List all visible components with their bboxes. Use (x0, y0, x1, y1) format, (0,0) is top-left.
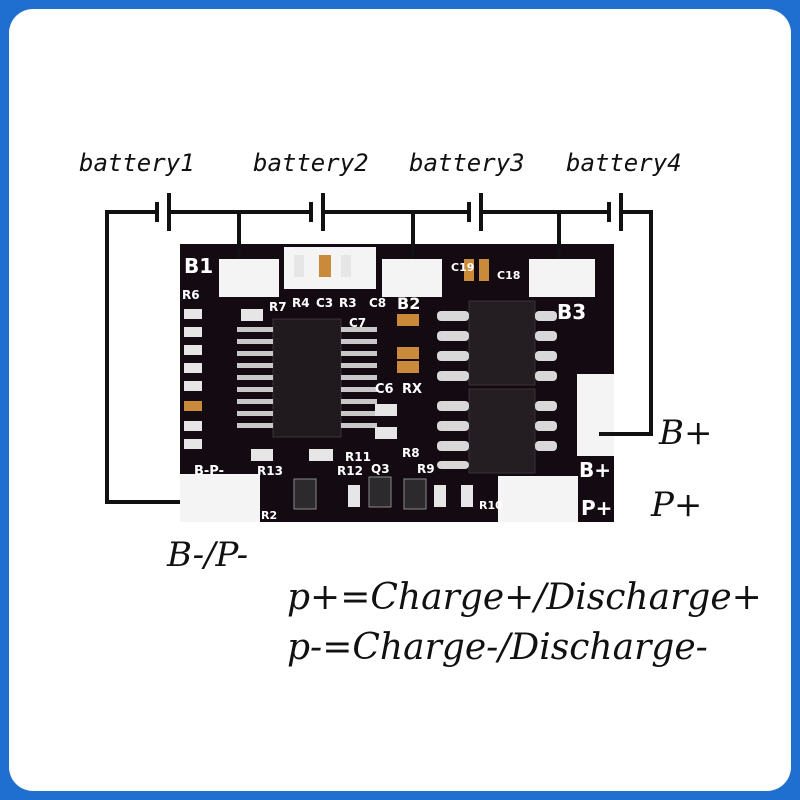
pad-b3 (529, 259, 595, 297)
pad-b-minus (180, 474, 260, 522)
silk-r13: R13 (257, 464, 283, 478)
silk-c7: C7 (349, 316, 366, 330)
pad-p-plus (498, 476, 578, 522)
silk-c19: C19 (451, 261, 474, 274)
silk-r2: R2 (261, 509, 277, 522)
silk-c6: C6 (375, 382, 394, 397)
pad-b-plus (577, 374, 614, 456)
battery4-label: battery4 (566, 149, 682, 177)
pad-b1 (219, 259, 279, 297)
battery1-label: battery1 (79, 149, 195, 177)
silk-r11: R11 (345, 450, 371, 464)
battery3-label: battery3 (409, 149, 525, 177)
silk-r12: R12 (337, 464, 363, 478)
battery-wiring (105, 193, 653, 504)
silk-c18: C18 (497, 269, 520, 282)
silk-b2: B2 (397, 294, 420, 313)
silk-r6: R6 (182, 288, 200, 302)
ic-left (272, 318, 342, 438)
wiring-diagram: B1 B2 B3 B+ P+ B-P- R6 R7 R4 C3 R3 C8 C7… (105, 193, 653, 522)
silk-b1: B1 (184, 254, 213, 278)
silk-b-p-minus: B-P- (194, 464, 224, 479)
legend-p-plus: p+=Charge+/Discharge+ (287, 577, 762, 618)
wire-b-minus (105, 210, 180, 504)
mosfet-bottom (468, 388, 536, 474)
silk-c3: C3 (316, 296, 333, 310)
legend-p-minus: p-=Charge-/Discharge- (287, 627, 708, 668)
silk-r10: R10 (479, 499, 503, 512)
b-minus-p-minus-label: B-/P- (167, 535, 249, 575)
silk-b3: B3 (557, 300, 586, 324)
ic-chips (237, 300, 557, 474)
silk-r9: R9 (417, 462, 435, 476)
smd-components (184, 255, 489, 510)
wire-b-plus (599, 210, 653, 436)
silk-r4: R4 (292, 296, 310, 310)
p-plus-label: P+ (651, 485, 703, 525)
silk-rx: RX (402, 382, 422, 397)
mosfet-top (468, 300, 536, 386)
silk-q3: Q3 (371, 462, 390, 476)
silk-b-plus: B+ (579, 458, 611, 482)
b-plus-label: B+ (659, 413, 713, 453)
silk-r3: R3 (339, 296, 357, 310)
pad-b2 (382, 259, 442, 297)
silk-r8: R8 (402, 446, 420, 460)
silk-p-plus: P+ (581, 496, 612, 520)
silk-c8: C8 (369, 296, 386, 310)
diagram-canvas: battery1 battery2 battery3 battery4 (9, 9, 791, 791)
silk-r7: R7 (269, 300, 287, 314)
battery2-label: battery2 (253, 149, 369, 177)
silkscreen-labels: B1 B2 B3 B+ P+ B-P- R6 R7 R4 C3 R3 C8 C7… (182, 254, 612, 522)
